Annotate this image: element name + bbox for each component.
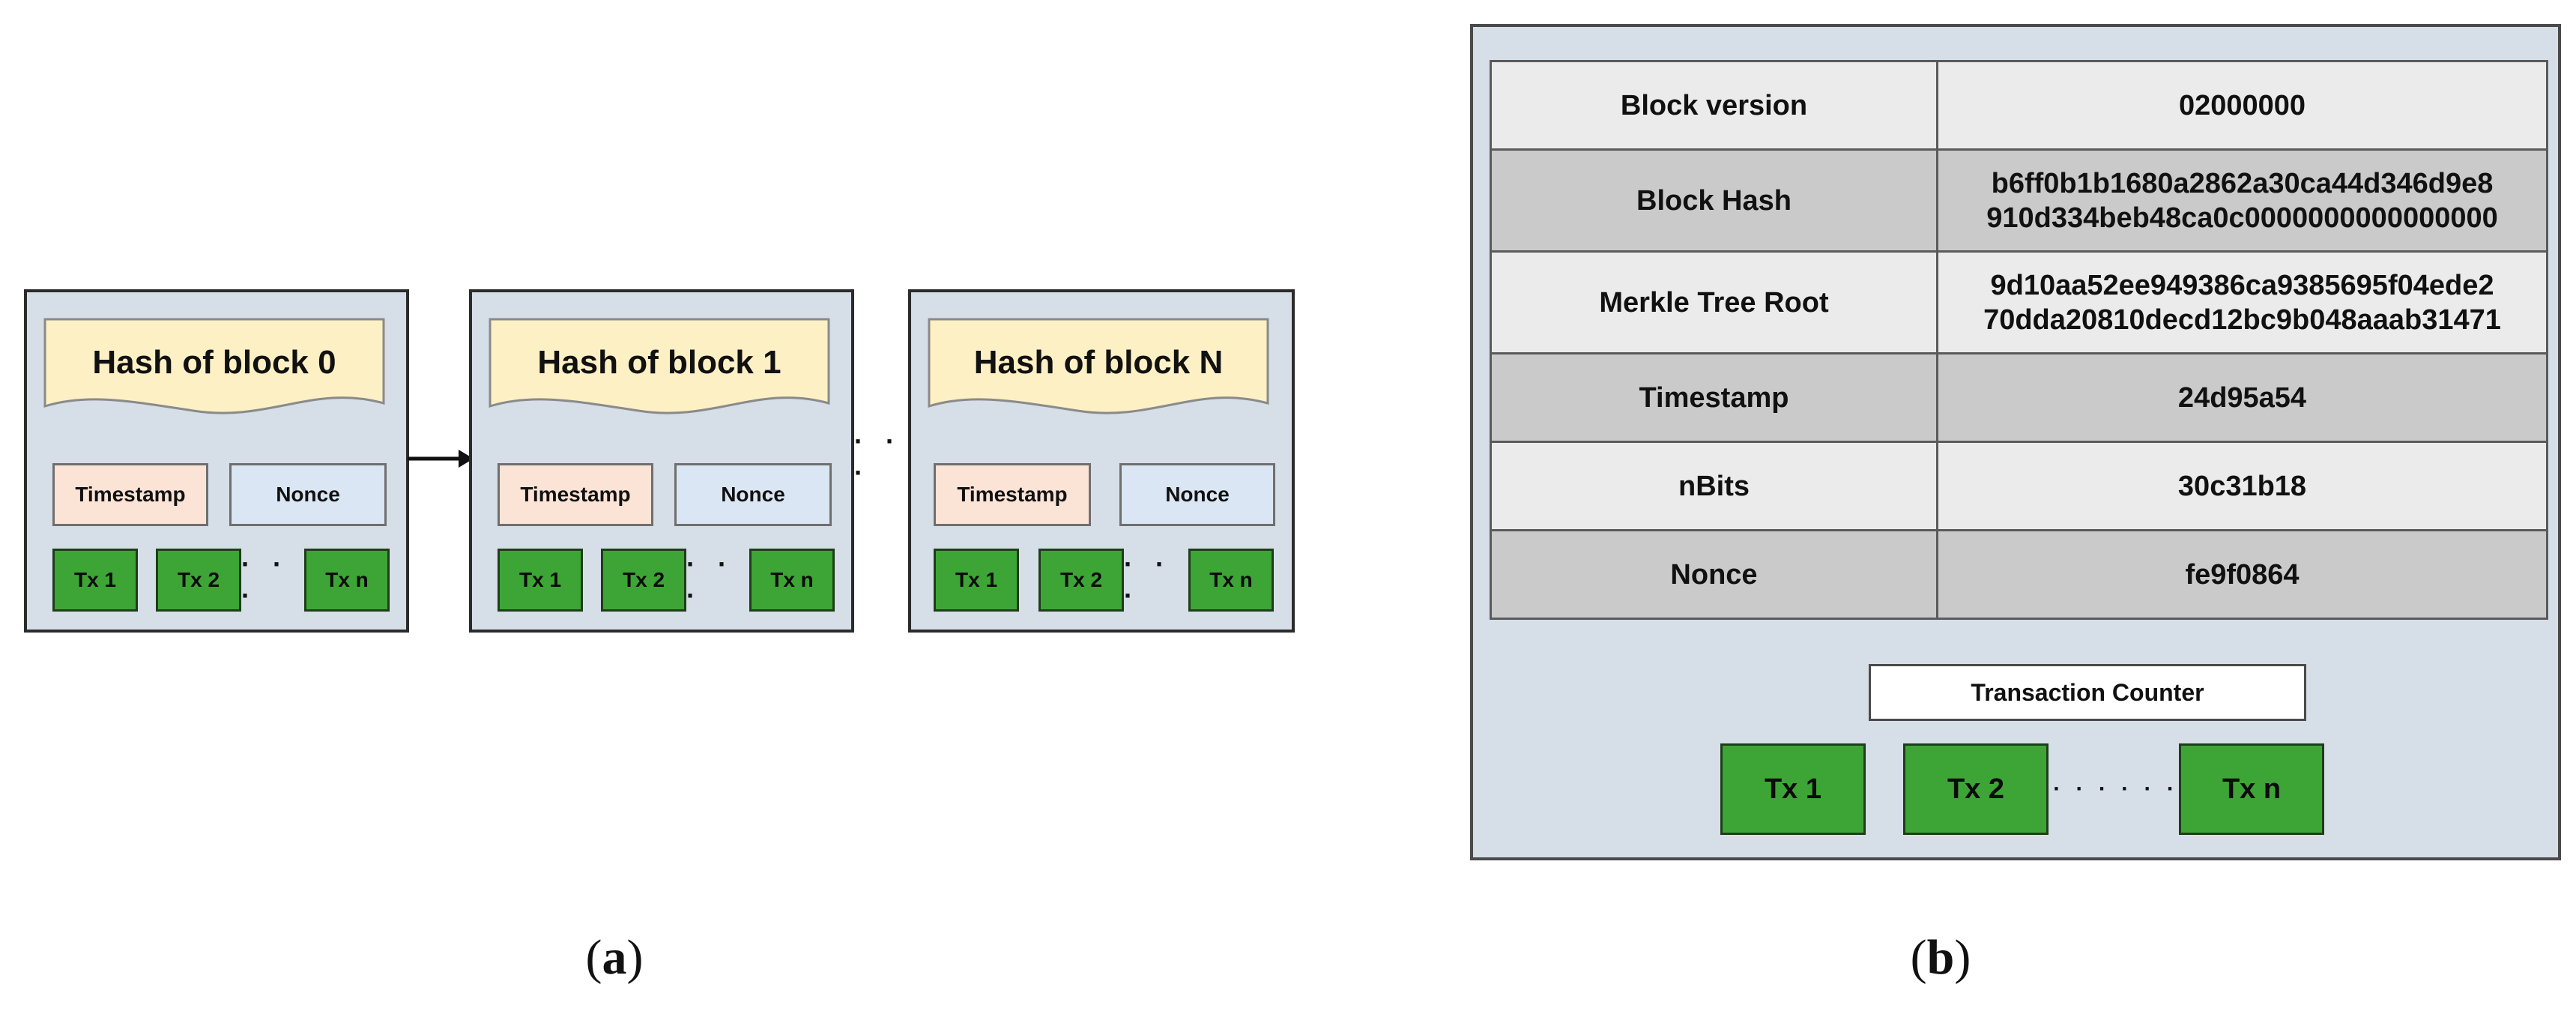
tx-n-box: Tx n bbox=[749, 549, 835, 612]
hash-banner: Hash of block 0 bbox=[43, 318, 385, 420]
tx-2-box: Tx 2 bbox=[1903, 743, 2049, 835]
value-line: 910d334beb48ca0c0000000000000000 bbox=[1986, 202, 2498, 234]
table-row: Block Hash b6ff0b1b1680a2862a30ca44d346d… bbox=[1490, 148, 2548, 253]
field-name: Block Hash bbox=[1490, 148, 1938, 253]
value-line: 02000000 bbox=[2178, 89, 2306, 121]
tx-ellipsis: · · · bbox=[1124, 549, 1172, 611]
caption-b: (b) bbox=[1851, 929, 2031, 997]
tx-2-box: Tx 2 bbox=[601, 549, 686, 612]
nonce-field: Nonce bbox=[1119, 463, 1275, 526]
nonce-field: Nonce bbox=[674, 463, 832, 526]
right-arrow-icon bbox=[408, 450, 474, 468]
tx-ellipsis: · · · · · · bbox=[2053, 776, 2179, 801]
field-name: Timestamp bbox=[1490, 352, 1938, 443]
caption-close: ) bbox=[626, 930, 644, 985]
tx-1-box: Tx 1 bbox=[498, 549, 583, 612]
value-line: fe9f0864 bbox=[2185, 558, 2300, 591]
caption-close: ) bbox=[1954, 930, 1971, 985]
field-value: b6ff0b1b1680a2862a30ca44d346d9e8 910d334… bbox=[1936, 148, 2548, 253]
field-value: 9d10aa52ee949386ca9385695f04ede2 70dda20… bbox=[1936, 250, 2548, 354]
transaction-counter: Transaction Counter bbox=[1869, 664, 2306, 721]
tx-n-box: Tx n bbox=[304, 549, 390, 612]
field-name: Nonce bbox=[1490, 529, 1938, 620]
hash-banner: Hash of block N bbox=[928, 318, 1269, 420]
value-line: b6ff0b1b1680a2862a30ca44d346d9e8 bbox=[1991, 167, 2494, 199]
table-row: Timestamp 24d95a54 bbox=[1490, 352, 2548, 443]
timestamp-field: Timestamp bbox=[934, 463, 1091, 526]
block-1: Hash of block 1 Timestamp Nonce Tx 1 Tx … bbox=[469, 289, 854, 633]
tx-ellipsis: · · · bbox=[686, 549, 734, 611]
caption-open: ( bbox=[585, 930, 602, 985]
tx-ellipsis: · · · bbox=[241, 549, 289, 611]
hash-banner: Hash of block 1 bbox=[489, 318, 830, 420]
field-value: fe9f0864 bbox=[1936, 529, 2548, 620]
field-name: Block version bbox=[1490, 60, 1938, 151]
tx-1-box: Tx 1 bbox=[1720, 743, 1866, 835]
caption-a: (a) bbox=[524, 929, 704, 997]
value-line: 24d95a54 bbox=[2177, 381, 2307, 414]
nonce-field: Nonce bbox=[229, 463, 387, 526]
block-n: Hash of block N Timestamp Nonce Tx 1 Tx … bbox=[908, 289, 1295, 633]
caption-letter: b bbox=[1926, 930, 1955, 985]
field-name: nBits bbox=[1490, 441, 1938, 531]
tx-n-box: Tx n bbox=[2179, 743, 2324, 835]
field-value: 02000000 bbox=[1936, 60, 2548, 151]
tx-1-box: Tx 1 bbox=[52, 549, 138, 612]
value-line: 30c31b18 bbox=[2177, 470, 2307, 502]
table-row: nBits 30c31b18 bbox=[1490, 441, 2548, 531]
hash-label: Hash of block N bbox=[973, 344, 1224, 381]
value-line: 70dda20810decd12bc9b048aaab31471 bbox=[1983, 304, 2501, 336]
block-header-table: Block version 02000000 Block Hash b6ff0b… bbox=[1490, 60, 2548, 620]
tx-2-box: Tx 2 bbox=[1038, 549, 1124, 612]
block-0: Hash of block 0 Timestamp Nonce Tx 1 Tx … bbox=[24, 289, 409, 633]
caption-letter: a bbox=[602, 930, 627, 985]
panel-b: Block version 02000000 Block Hash b6ff0b… bbox=[1470, 24, 2561, 860]
value-line: 9d10aa52ee949386ca9385695f04ede2 bbox=[1990, 269, 2494, 301]
tx-2-box: Tx 2 bbox=[156, 549, 241, 612]
field-value: 30c31b18 bbox=[1936, 441, 2548, 531]
hash-label: Hash of block 1 bbox=[537, 344, 781, 381]
field-value: 24d95a54 bbox=[1936, 352, 2548, 443]
hash-label: Hash of block 0 bbox=[92, 344, 336, 381]
table-row: Nonce fe9f0864 bbox=[1490, 529, 2548, 620]
tx-1-box: Tx 1 bbox=[934, 549, 1019, 612]
caption-open: ( bbox=[1910, 930, 1927, 985]
table-row: Block version 02000000 bbox=[1490, 60, 2548, 151]
tx-n-box: Tx n bbox=[1188, 549, 1274, 612]
chain-ellipsis: · · · bbox=[854, 426, 902, 488]
table-row: Merkle Tree Root 9d10aa52ee949386ca93856… bbox=[1490, 250, 2548, 354]
timestamp-field: Timestamp bbox=[498, 463, 653, 526]
timestamp-field: Timestamp bbox=[52, 463, 208, 526]
field-name: Merkle Tree Root bbox=[1490, 250, 1938, 354]
panel-a: Hash of block 0 Timestamp Nonce Tx 1 Tx … bbox=[24, 289, 1295, 997]
